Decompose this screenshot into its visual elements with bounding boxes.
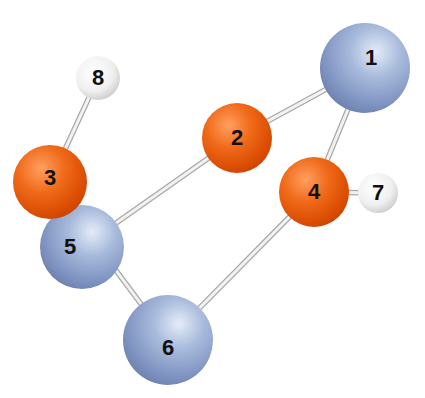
callout-number: 7 [372, 182, 384, 204]
silicon-atom: 1 [320, 23, 410, 113]
callout-number: 8 [92, 67, 104, 89]
callout-number: 2 [231, 127, 243, 149]
bond-line [115, 157, 210, 224]
callout-number: 4 [308, 181, 320, 203]
callout-number: 5 [64, 236, 76, 258]
bond-stroke [115, 157, 210, 224]
bond-line [327, 108, 349, 162]
hydrogen-atom: 8 [76, 56, 120, 100]
bond-stroke [115, 157, 210, 224]
bond-stroke [65, 96, 90, 150]
silicon-atom: 6 [123, 295, 213, 385]
callout-number: 3 [44, 167, 56, 189]
bond-stroke [266, 89, 327, 123]
oxygen-atom: 3 [13, 145, 87, 219]
oxygen-atom: 2 [202, 103, 272, 173]
oxygen-atom: 4 [279, 157, 349, 227]
bond-stroke [65, 96, 90, 150]
bond-stroke [198, 215, 291, 309]
bond-line [198, 215, 291, 309]
callout-number: 6 [162, 337, 174, 359]
bond-line [65, 96, 90, 150]
bond-stroke [198, 215, 291, 309]
callout-number: 1 [365, 47, 377, 69]
bond-stroke [327, 108, 349, 162]
hydrogen-atom: 7 [358, 173, 398, 213]
bond-stroke [266, 89, 327, 123]
bond-stroke [327, 108, 349, 162]
bond-line [266, 89, 327, 123]
